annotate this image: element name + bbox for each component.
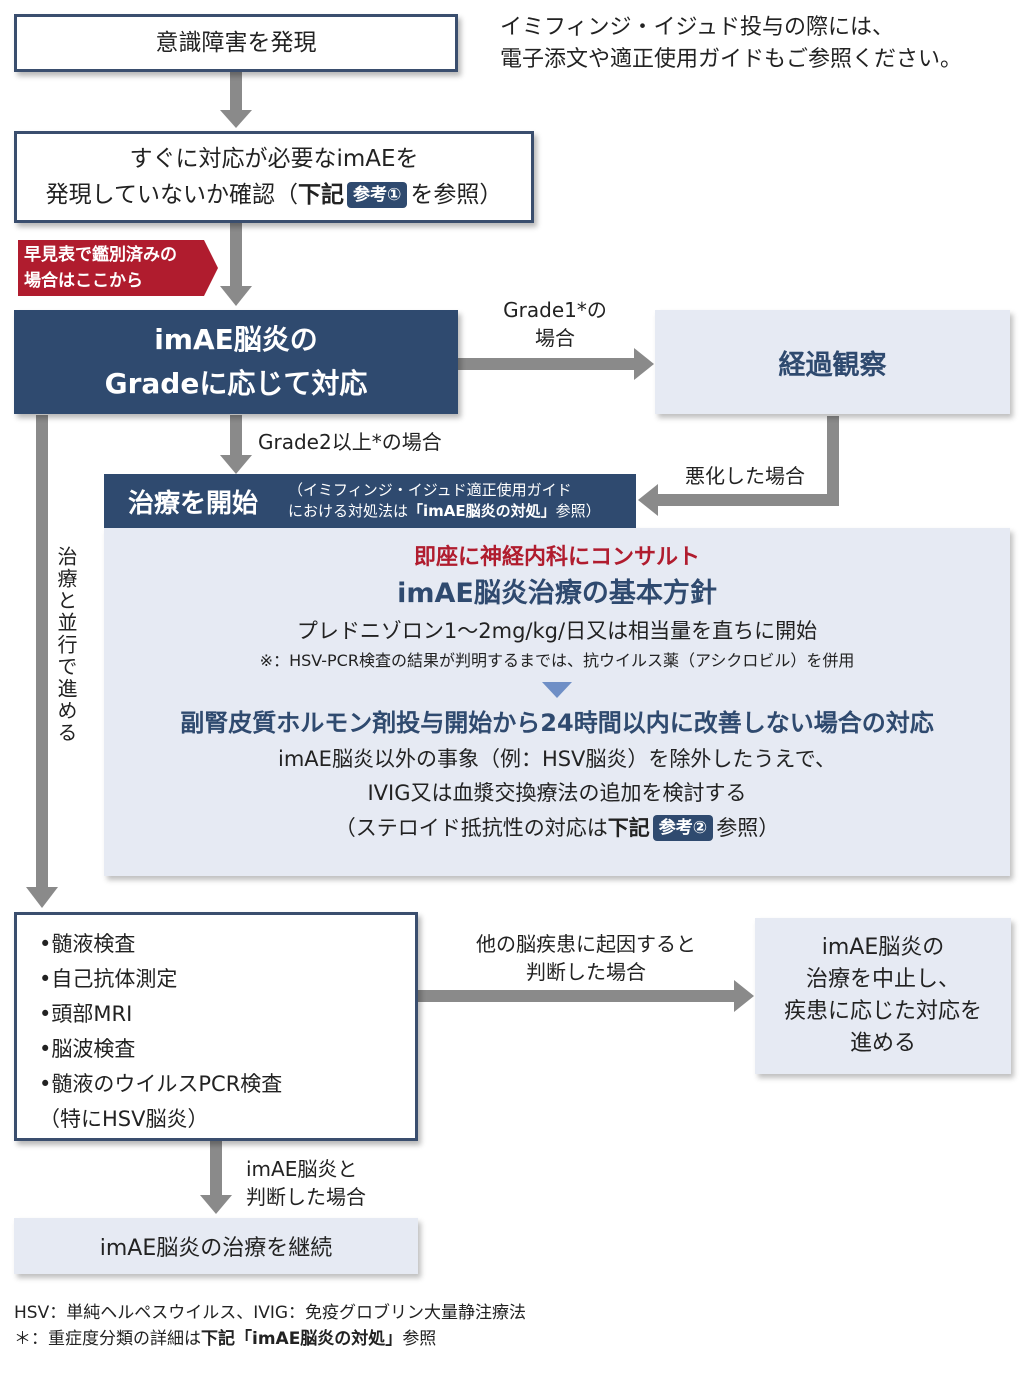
- arrow-exam-continue-head: [200, 1195, 232, 1214]
- down-triangle-icon: [542, 682, 572, 698]
- step-check-line1: すぐに対応が必要なimAEを: [129, 146, 419, 172]
- step-onset-box: 意識障害を発現: [14, 14, 458, 72]
- shortcut-tag-text: 早見表で鑑別済みの 場合はここから: [24, 242, 204, 294]
- treat-header-note: （イミフィンジ・イジュド適正使用ガイド における対処法は「imAE脳炎の対処」参…: [288, 480, 601, 522]
- observe-box: 経過観察: [655, 310, 1010, 414]
- exam-item: •髄液のウイルスPCR検査: [39, 1072, 283, 1096]
- consult-text: 即座に神経内科にコンサルト: [413, 545, 700, 570]
- stop-line4: 進める: [849, 1031, 916, 1056]
- stop-line1: imAE脳炎の: [821, 935, 945, 960]
- arrow-grade-observe: [458, 358, 636, 370]
- grade2-label: Grade2以上*の場合: [258, 430, 442, 454]
- arrow-parallel: [36, 415, 48, 889]
- arrow-observe-treat-head: [638, 484, 658, 516]
- shortcut-tag: [18, 240, 218, 296]
- exam-item: •自己抗体測定: [39, 967, 178, 991]
- arrow-exam-stop-head: [734, 980, 754, 1012]
- footnote-line2-pre: ＊：重症度分類の詳細は: [14, 1329, 201, 1349]
- arrow-grade-treat: [230, 415, 242, 457]
- ref2-badge[interactable]: 参考②: [652, 815, 714, 841]
- step-check-line2-bold: 下記: [297, 182, 344, 208]
- top-note-line1: イミフィンジ・イジュド投与の際には、: [500, 15, 895, 40]
- arrow-step2-grade: [230, 222, 242, 288]
- grade-response-line1: imAE脳炎の: [154, 323, 318, 356]
- continue-box: imAE脳炎の治療を継続: [14, 1218, 418, 1274]
- grade-response-line2: Gradeに応じて対応: [104, 367, 368, 400]
- step-check-line2-pre: 発現していないか確認（: [45, 182, 298, 208]
- arrow-observe-treat-h: [656, 494, 839, 506]
- step-onset-text: 意識障害を発現: [155, 30, 317, 56]
- exam-item: •脳波検査: [39, 1037, 136, 1061]
- worsen-label: 悪化した場合: [685, 464, 805, 488]
- other-disease-line2: 判断した場合: [526, 960, 646, 984]
- arrow-parallel-head: [26, 887, 58, 908]
- stop-line2: 治療を中止し、: [805, 967, 960, 992]
- steroid-line3-pre: （ステロイド抵抗性の対応は: [334, 816, 608, 840]
- arrow-grade-treat-head: [220, 455, 252, 474]
- arrow-exam-continue: [210, 1141, 222, 1197]
- steroid-line3-bold: 下記: [607, 816, 650, 840]
- other-disease-line1: 他の脳疾患に起因すると: [476, 932, 696, 956]
- judge-label: imAE脳炎と 判断した場合: [246, 1155, 426, 1211]
- arrow-exam-stop: [418, 990, 736, 1002]
- steroid-line1: imAE脳炎以外の事象（例：HSV脳炎）を除外したうえで、: [278, 747, 836, 771]
- other-disease-label: 他の脳疾患に起因すると 判断した場合: [436, 930, 736, 986]
- grade-response-box: imAE脳炎の Gradeに応じて対応: [14, 310, 458, 414]
- grade1-label-line1: Grade1*の: [503, 298, 607, 322]
- steroid-line3-post: 参照）: [716, 816, 780, 840]
- treat-header: 治療を開始 （イミフィンジ・イジュド適正使用ガイド における対処法は「imAE脳…: [104, 474, 636, 528]
- parallel-label: 治療と並行で進める: [54, 546, 78, 744]
- stop-line3: 疾患に応じた対応を: [783, 999, 982, 1024]
- shortcut-tag-line2: 場合はここから: [24, 271, 143, 291]
- treat-header-note-line1: （イミフィンジ・イジュド適正使用ガイド: [288, 481, 572, 499]
- judge-line1: imAE脳炎と: [246, 1157, 358, 1181]
- footnote-line2: ＊：重症度分類の詳細は下記「imAE脳炎の対処」参照: [14, 1326, 1014, 1352]
- treat-header-note-pre: における対処法は: [288, 502, 409, 520]
- footnote-line2-bold: 下記「imAE脳炎の対処」: [201, 1329, 403, 1349]
- top-note: イミフィンジ・イジュド投与の際には、 電子添文や適正使用ガイドもご参照ください。: [500, 12, 1020, 76]
- shortcut-tag-shape: [18, 240, 218, 296]
- grade1-label-line2: 場合: [535, 326, 575, 350]
- steroid-title: 副腎皮質ホルモン剤投与開始から24時間以内に改善しない場合の対応: [180, 709, 934, 737]
- stop-treatment-box: imAE脳炎の 治療を中止し、 疾患に応じた対応を 進める: [755, 918, 1011, 1074]
- exam-item: •髄液検査: [39, 932, 136, 956]
- ref1-badge[interactable]: 参考①: [346, 182, 408, 208]
- treat-header-note-bold: 「imAE脳炎の対処」: [408, 502, 556, 520]
- arrow-step1-step2-head: [220, 110, 252, 128]
- observe-text: 経過観察: [778, 349, 887, 381]
- arrow-grade-observe-head: [634, 348, 654, 380]
- top-note-line2: 電子添文や適正使用ガイドもご参照ください。: [500, 47, 963, 72]
- arrow-observe-treat-v: [827, 416, 839, 506]
- treat-body: 即座に神経内科にコンサルト imAE脳炎治療の基本方針 プレドニゾロン1〜2mg…: [104, 528, 1010, 876]
- judge-line2: 判断した場合: [246, 1185, 366, 1209]
- shortcut-tag-line1: 早見表で鑑別済みの: [24, 245, 177, 265]
- arrow-step2-grade-head: [220, 286, 252, 306]
- treat-header-note-post: 参照）: [555, 502, 601, 520]
- footnote-line2-post: 参照: [402, 1329, 437, 1349]
- treat-header-title: 治療を開始: [128, 488, 259, 519]
- policy-text: プレドニゾロン1〜2mg/kg/日又は相当量を直ちに開始: [296, 619, 818, 643]
- arrow-step1-step2: [230, 72, 242, 112]
- step-check-line2-post: を参照）: [410, 182, 503, 208]
- policy-note: ※：HSV-PCR検査の結果が判明するまでは、抗ウイルス薬（アシクロビル）を併用: [259, 651, 855, 670]
- footnote-line1: HSV：単純ヘルペスウイルス、IVIG：免疫グロブリン大量静注療法: [14, 1303, 527, 1323]
- steroid-line2: IVIG又は血漿交換療法の追加を検討する: [367, 781, 747, 805]
- treat-header-note-line2: における対処法は「imAE脳炎の対処」参照）: [288, 501, 601, 522]
- policy-title: imAE脳炎治療の基本方針: [397, 578, 717, 609]
- exam-item: •頭部MRI: [39, 1002, 133, 1026]
- continue-text: imAE脳炎の治療を継続: [99, 1236, 333, 1261]
- footnotes: HSV：単純ヘルペスウイルス、IVIG：免疫グロブリン大量静注療法 ＊：重症度分…: [14, 1300, 1014, 1352]
- exam-box: •髄液検査 •自己抗体測定 •頭部MRI •脳波検査 •髄液のウイルスPCR検査…: [14, 912, 418, 1141]
- exam-item-sub: （特にHSV脳炎）: [39, 1107, 209, 1131]
- grade1-label: Grade1*の 場合: [470, 296, 640, 352]
